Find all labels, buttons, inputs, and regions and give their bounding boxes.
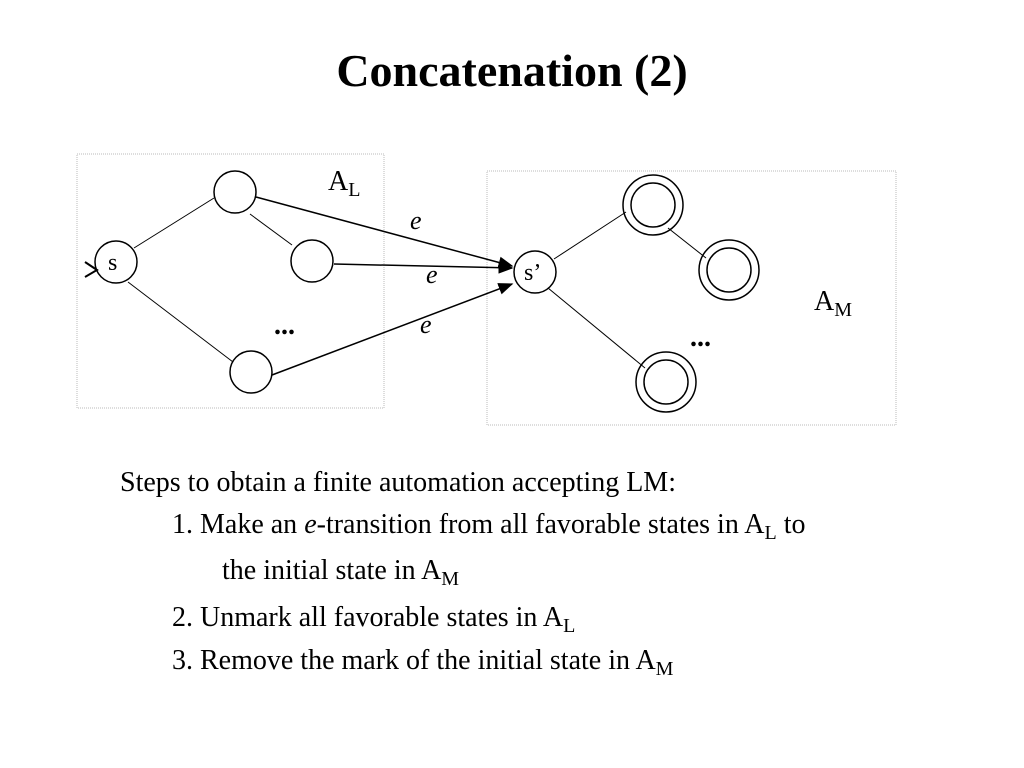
step-1-line-2-subscript: M <box>441 568 460 590</box>
step-1-epsilon: e <box>304 509 317 540</box>
state-m3-outer <box>635 351 697 413</box>
automaton-m-box <box>486 170 897 426</box>
state-m3-inner <box>643 359 689 405</box>
edge-s-to-q1 <box>133 197 215 249</box>
epsilon-label-2: e <box>426 260 438 289</box>
epsilon-edge-q2 <box>333 261 514 274</box>
epsilon-label-3: e <box>420 310 432 339</box>
steps-intro: Steps to obtain a finite automation acce… <box>120 467 676 498</box>
state-s-label: s <box>108 250 117 276</box>
state-m2-outer <box>698 239 760 301</box>
step-3-text: 3. Remove the mark of the initial state … <box>172 645 656 676</box>
state-m1-outer <box>622 174 684 236</box>
step-2-subscript: L <box>563 615 576 637</box>
slide-title: Concatenation (2) <box>336 45 688 96</box>
step-1-line-2: the initial state in AM <box>222 554 460 590</box>
step-1: 1. Make an e-transition from all favorab… <box>172 508 806 544</box>
state-l-q1 <box>213 170 257 214</box>
step-1-part-a: 1. Make an <box>172 509 305 540</box>
automata-diagram: s ... AL e e e s’ ... AM <box>76 153 897 426</box>
state-l-q2 <box>290 239 334 283</box>
edge-s2-to-m1 <box>553 211 627 260</box>
epsilon-label-1: e <box>410 206 422 235</box>
edge-m1-to-m2 <box>667 227 707 259</box>
state-s-prime <box>513 250 557 294</box>
edge-q1-to-q2 <box>249 213 293 246</box>
step-1-part-b: -transition from all favorable states in… <box>316 509 765 540</box>
step-3: 3. Remove the mark of the initial state … <box>172 644 674 680</box>
state-l-q3 <box>229 350 273 394</box>
epsilon-edge-q1 <box>255 196 514 269</box>
state-s <box>94 240 138 284</box>
state-m2-inner <box>706 247 752 293</box>
step-2-text: 2. Unmark all favorable states in A <box>172 602 564 633</box>
automaton-l-box <box>76 153 385 409</box>
steps-text: Steps to obtain a finite automation acce… <box>120 466 806 679</box>
automaton-l-label: AL <box>328 166 360 201</box>
epsilon-edge-q3 <box>271 283 514 376</box>
edge-s-to-q3 <box>127 281 234 363</box>
automaton-m-label: AM <box>814 286 852 321</box>
state-s-prime-label: s’ <box>524 260 541 286</box>
step-1-part-c: to <box>776 509 806 540</box>
step-3-subscript: M <box>655 658 674 680</box>
edge-s2-to-m3 <box>547 287 646 369</box>
step-1-subscript: L <box>764 522 777 544</box>
step-1-line-2-text: the initial state in A <box>222 555 442 586</box>
state-m1-inner <box>630 182 676 228</box>
ellipsis-l: ... <box>274 310 295 341</box>
ellipsis-m: ... <box>690 322 711 353</box>
step-2: 2. Unmark all favorable states in AL <box>172 601 576 637</box>
